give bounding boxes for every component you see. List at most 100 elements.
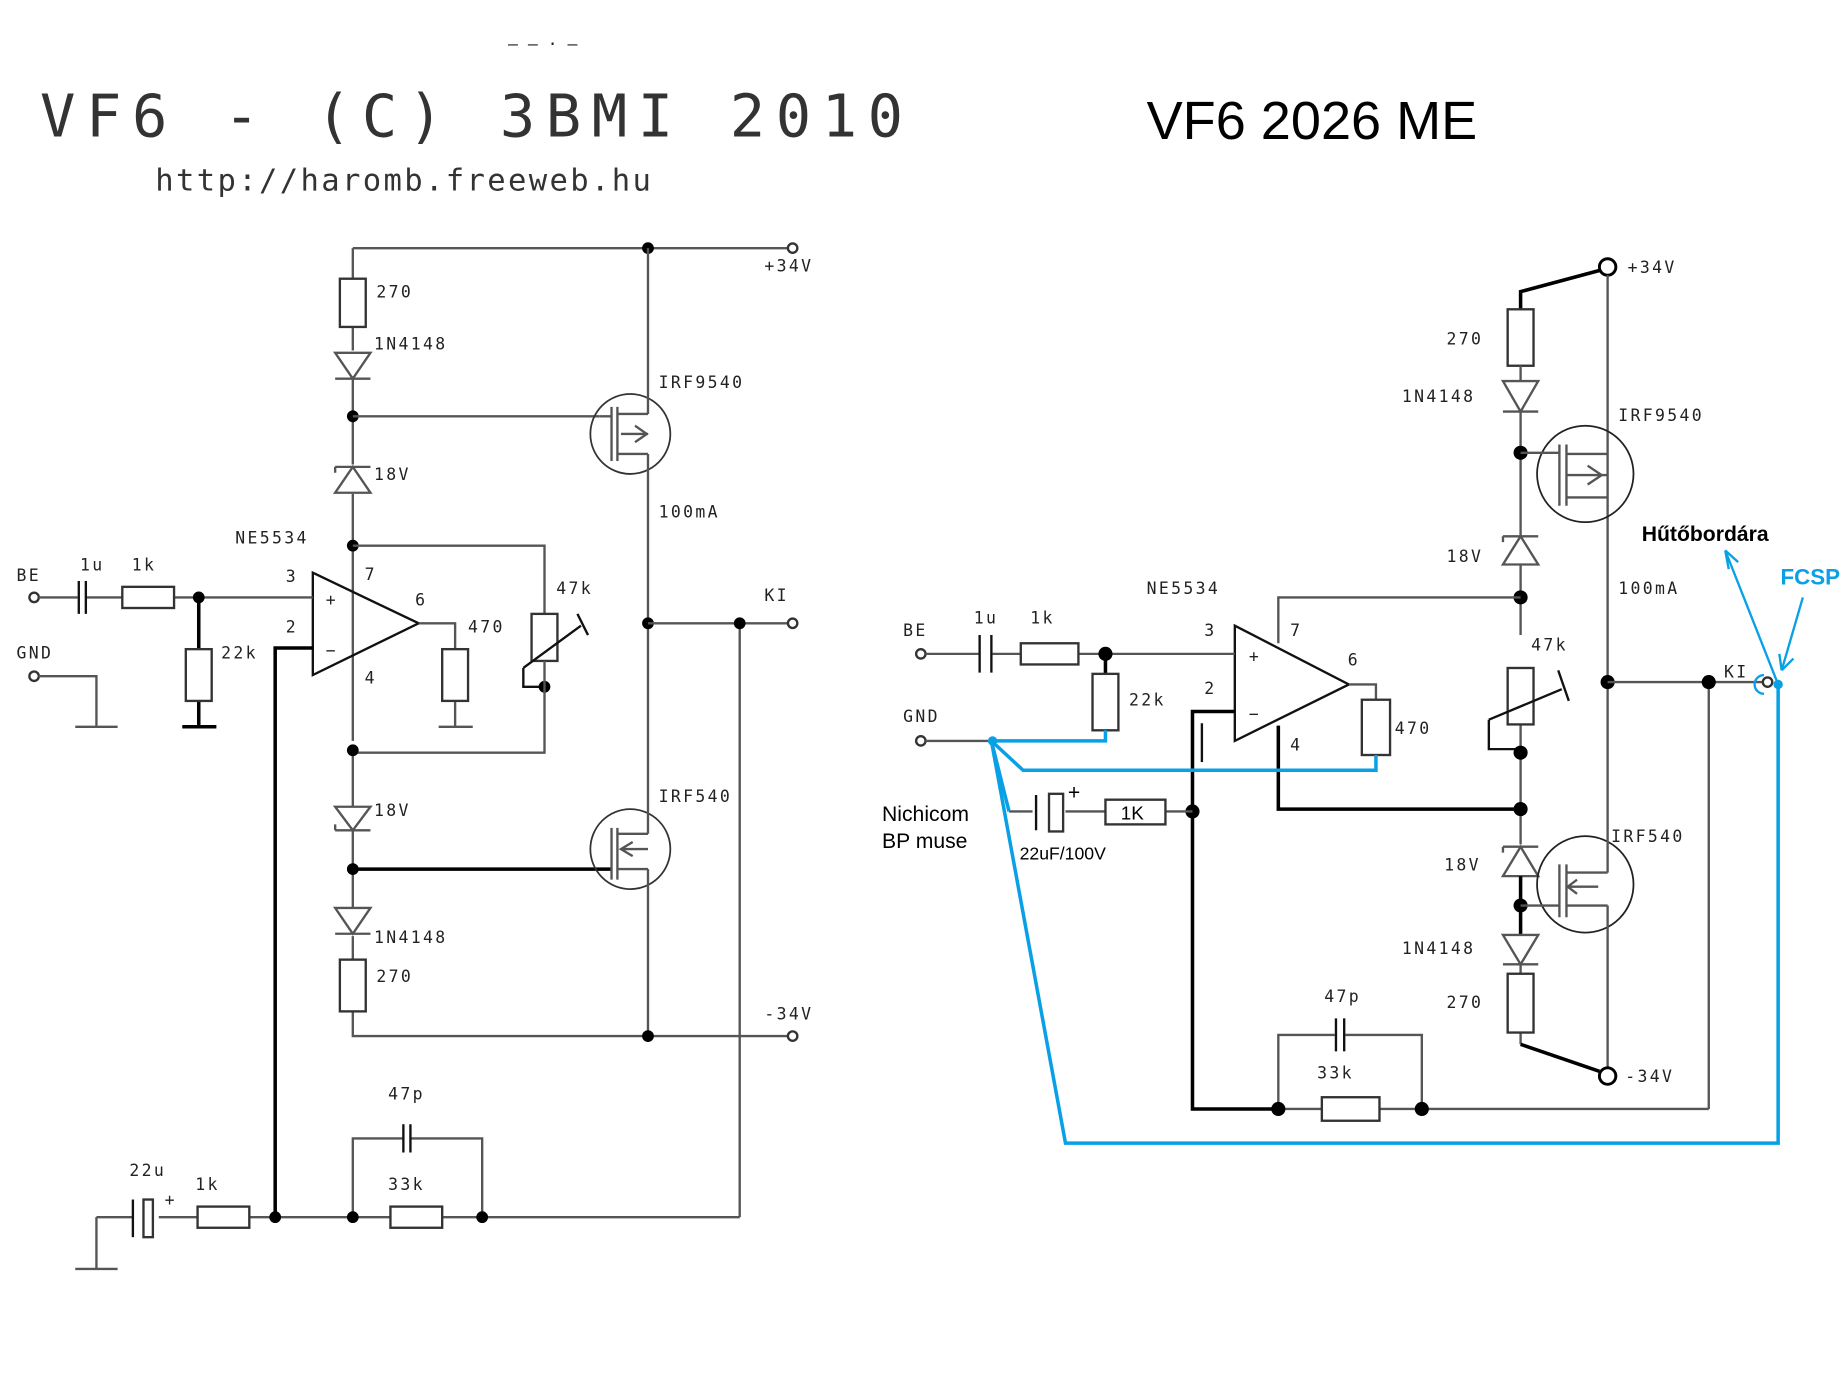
left-minus-wire [273, 646, 313, 1218]
right-q-bot-body [1536, 835, 1635, 934]
left-url: http://haromb.freeweb.hu [155, 164, 653, 199]
right-r-gnd-label: 1K [1121, 803, 1144, 824]
right-pin4-wire [1276, 725, 1521, 811]
left-pin-minus: − [326, 641, 338, 660]
right-stack-wire [1500, 365, 1541, 878]
left-input-label: BE [16, 566, 41, 585]
junction [1271, 1101, 1286, 1117]
left-q-bot-body [589, 808, 672, 890]
right-gnd-terminal[interactable] [914, 735, 927, 747]
left-pin2: 2 [286, 618, 298, 637]
left-pin7: 7 [365, 565, 377, 584]
left-r-bias [184, 647, 213, 703]
left-c-gnd-label: 22u [129, 1161, 166, 1180]
left-out-wire [418, 622, 473, 728]
left-r-fb [389, 1205, 444, 1229]
junction [733, 617, 746, 630]
right-r-bias-label: 22k [1129, 691, 1166, 710]
left-output-label: KI [764, 586, 789, 605]
right-heatsink-note: Hűtőbordára [1642, 523, 1769, 546]
right-c-gnd-plus: + [1068, 782, 1080, 805]
left-input-terminal[interactable] [28, 591, 40, 604]
left-r-in [121, 585, 176, 610]
right-c-fb-label: 47p [1324, 987, 1361, 1006]
right-q-bot-symbol [1520, 682, 1609, 1071]
right-c-gnd-plate2 [1047, 792, 1065, 833]
junction [1414, 1101, 1429, 1117]
right-r-gnd [1104, 798, 1167, 826]
blue-wire-bias [991, 730, 1108, 743]
left-gnd-terminal[interactable] [28, 670, 40, 683]
right-input-terminal[interactable] [914, 647, 927, 660]
junction [476, 1211, 489, 1224]
left-c-fb [402, 1124, 412, 1153]
right-r-out [1360, 698, 1392, 757]
right-cap-brand-1: Nichicom [882, 803, 969, 826]
left-d-top-label: 1N4148 [374, 334, 448, 353]
right-d-top-label: 1N4148 [1402, 387, 1476, 406]
output-ground-point [1773, 679, 1783, 690]
junction [642, 1030, 654, 1042]
left-gnd-label: GND [16, 644, 53, 663]
right-vminus-label: -34V [1625, 1067, 1674, 1086]
left-q-bot-label: IRF540 [659, 787, 733, 806]
right-input-label: BE [903, 621, 928, 640]
junction [269, 1211, 282, 1224]
right-output-wire [1607, 680, 1772, 1109]
right-title: VF6 2026 ME [1147, 91, 1478, 151]
right-output-terminal[interactable] [1761, 676, 1774, 688]
blue-wire-output [989, 686, 1780, 1145]
right-pin4: 4 [1290, 735, 1302, 754]
left-vplus-terminal[interactable] [786, 242, 799, 255]
left-zener-bot [332, 805, 373, 833]
left-pot-wiper [522, 613, 590, 688]
left-q-bot-symbol [610, 623, 650, 1037]
right-c-fb [1334, 1018, 1346, 1052]
right-pin-minus: − [1249, 705, 1261, 724]
right-pin2: 2 [1204, 679, 1216, 698]
right-pin6: 6 [1348, 651, 1360, 670]
right-pot[interactable] [1506, 666, 1535, 726]
right-diode-bot [1500, 933, 1541, 1045]
right-cap-brand-2: BP muse [882, 830, 967, 853]
left-gnd-wire [38, 675, 118, 728]
left-title: VF6 - (C) 3BMI 2010 [40, 81, 914, 150]
left-pot-wire [352, 660, 546, 754]
left-r-gnd [196, 1205, 251, 1229]
left-pot-label: 47k [556, 579, 593, 598]
right-c-gnd-label: 22uF/100V [1020, 844, 1106, 864]
right-vminus-terminal[interactable] [1597, 1066, 1618, 1086]
left-r-top-label: 270 [376, 283, 413, 302]
left-current-label: 100mA [659, 502, 720, 521]
right-opamp-label: NE5534 [1147, 579, 1221, 598]
left-z-top-label: 18V [374, 465, 411, 484]
right-r-in [1019, 642, 1080, 666]
left-opamp-label: NE5534 [235, 528, 309, 547]
right-vplus-label: +34V [1628, 258, 1677, 277]
right-fcsp-note: FCSP [1780, 564, 1840, 589]
right-opamp-triangle [1233, 623, 1352, 743]
left-r-fb-label: 33k [388, 1175, 425, 1194]
right-c-in-label: 1u [974, 608, 999, 627]
left-gnd-symbol [75, 1217, 118, 1271]
left-r-bot-label: 270 [376, 967, 413, 986]
left-r-bias-label: 22k [221, 644, 258, 663]
left-zener-top [332, 464, 373, 494]
right-r-in-label: 1k [1030, 608, 1055, 627]
left-output-terminal[interactable] [786, 617, 799, 630]
right-q-top-body [1536, 424, 1635, 524]
right-vminus-link [1520, 1042, 1600, 1074]
right-pin-plus: + [1249, 647, 1261, 666]
junction [1513, 745, 1528, 760]
left-z-bot-label: 18V [374, 801, 411, 820]
left-d-bot-label: 1N4148 [374, 928, 448, 947]
junction [1098, 646, 1113, 661]
right-vplus-terminal[interactable] [1597, 257, 1618, 277]
left-r-top [338, 277, 367, 329]
right-r-out-label: 470 [1395, 719, 1432, 738]
right-pin7-wire [1277, 596, 1521, 644]
right-gnd-label: GND [903, 707, 940, 726]
left-vminus-terminal[interactable] [786, 1030, 799, 1042]
output-hook-mark [1753, 673, 1765, 696]
